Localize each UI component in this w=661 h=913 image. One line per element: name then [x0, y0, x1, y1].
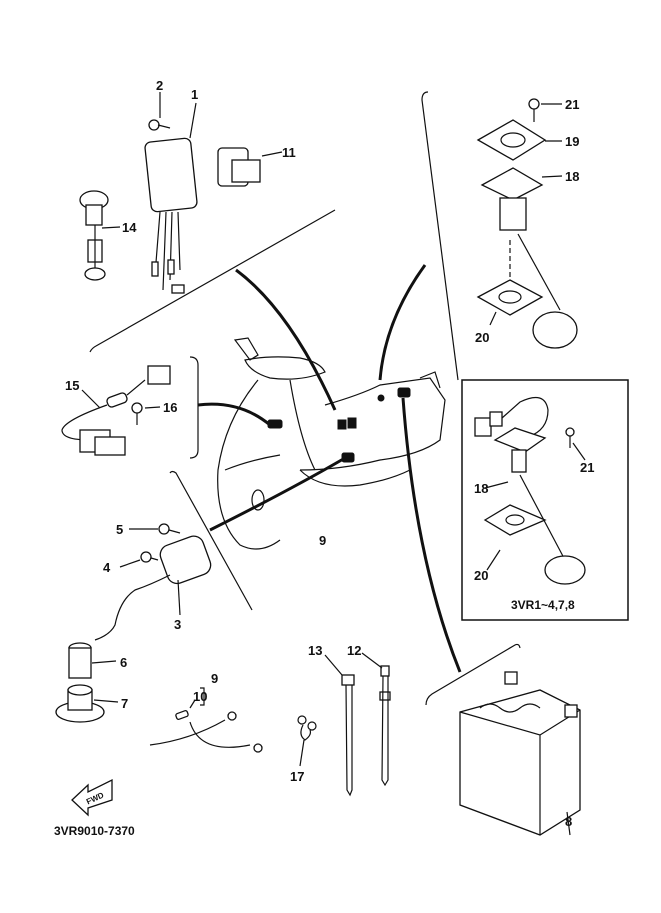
part-3-ignition-coil — [94, 535, 212, 641]
callout-8: 8 — [565, 814, 573, 829]
part-10-fuse-lead — [149, 687, 263, 753]
part-7-cover — [55, 684, 119, 723]
connector-block — [337, 419, 347, 430]
part-20-gasket — [476, 279, 544, 326]
part-12-cable-band — [361, 652, 391, 787]
callout-19: 19 — [565, 134, 580, 149]
fuel-float — [532, 311, 578, 349]
harness-leader-coil — [209, 456, 346, 532]
region-divider-left-bracket — [189, 356, 199, 459]
harness-leader-right — [378, 264, 427, 381]
part-1-cdi-unit — [144, 102, 198, 294]
callout-3: 3 — [174, 617, 182, 632]
connector-block — [267, 419, 283, 429]
callout-10: 10 — [193, 689, 208, 704]
part-15-fuse-lead — [61, 365, 171, 456]
part-16-screw — [131, 402, 161, 425]
part-21-bolt — [528, 98, 562, 122]
callout-11: 11 — [282, 145, 296, 160]
callout-2: 2 — [156, 78, 164, 93]
callout-18-inset: 18 — [474, 481, 489, 496]
callout-21-inset: 21 — [580, 460, 595, 475]
callout-7: 7 — [121, 696, 129, 711]
part-6-plug-cap — [68, 642, 117, 679]
region-divider-middle — [169, 470, 253, 611]
callout-18: 18 — [565, 169, 580, 184]
callout-1: 1 — [191, 87, 199, 102]
region-divider-battery — [425, 643, 521, 706]
part-17-clamp — [297, 715, 317, 767]
region-divider-top-left — [89, 209, 336, 353]
connector-block — [347, 417, 357, 429]
connector-block — [397, 387, 411, 398]
callout-12: 12 — [347, 643, 362, 658]
harness-leader-left — [197, 402, 271, 427]
part-5-bolt — [129, 523, 181, 535]
harness-leader-battery — [401, 397, 462, 673]
callout-9-harness: 9 — [319, 533, 327, 548]
part-2-screw — [148, 92, 171, 131]
callout-13: 13 — [308, 643, 323, 658]
callout-6: 6 — [120, 655, 128, 670]
connector-pin — [377, 394, 385, 402]
inset-variant-label: 3VR1~4,7,8 — [511, 598, 575, 612]
inset-fuel-sender — [474, 396, 586, 585]
fwd-arrow-icon — [71, 778, 113, 817]
part-4-bolt — [119, 551, 159, 568]
callout-21: 21 — [565, 97, 580, 112]
part-13-cable-band — [324, 654, 355, 797]
diagram-code: 3VR9010-7370 — [54, 824, 135, 838]
callout-20-inset: 20 — [474, 568, 489, 583]
callout-20: 20 — [475, 330, 490, 345]
part-11-relay — [217, 147, 283, 187]
callout-17: 17 — [290, 769, 305, 784]
callout-15: 15 — [65, 378, 80, 393]
scooter-outline — [217, 337, 446, 550]
callout-14: 14 — [122, 220, 137, 235]
harness-leader-top — [235, 268, 337, 411]
callout-5: 5 — [116, 522, 124, 537]
part-8-battery — [459, 671, 581, 836]
part-14-plug — [79, 190, 121, 281]
part-18-fuel-sender — [480, 167, 563, 311]
part-19-plate — [476, 119, 562, 161]
variant-inset-frame — [461, 379, 629, 621]
callout-4: 4 — [103, 560, 111, 575]
region-divider-top-right — [421, 91, 459, 381]
connector-block — [341, 452, 355, 463]
callout-9-bracket: 9 — [211, 671, 219, 686]
callout-16: 16 — [163, 400, 178, 415]
